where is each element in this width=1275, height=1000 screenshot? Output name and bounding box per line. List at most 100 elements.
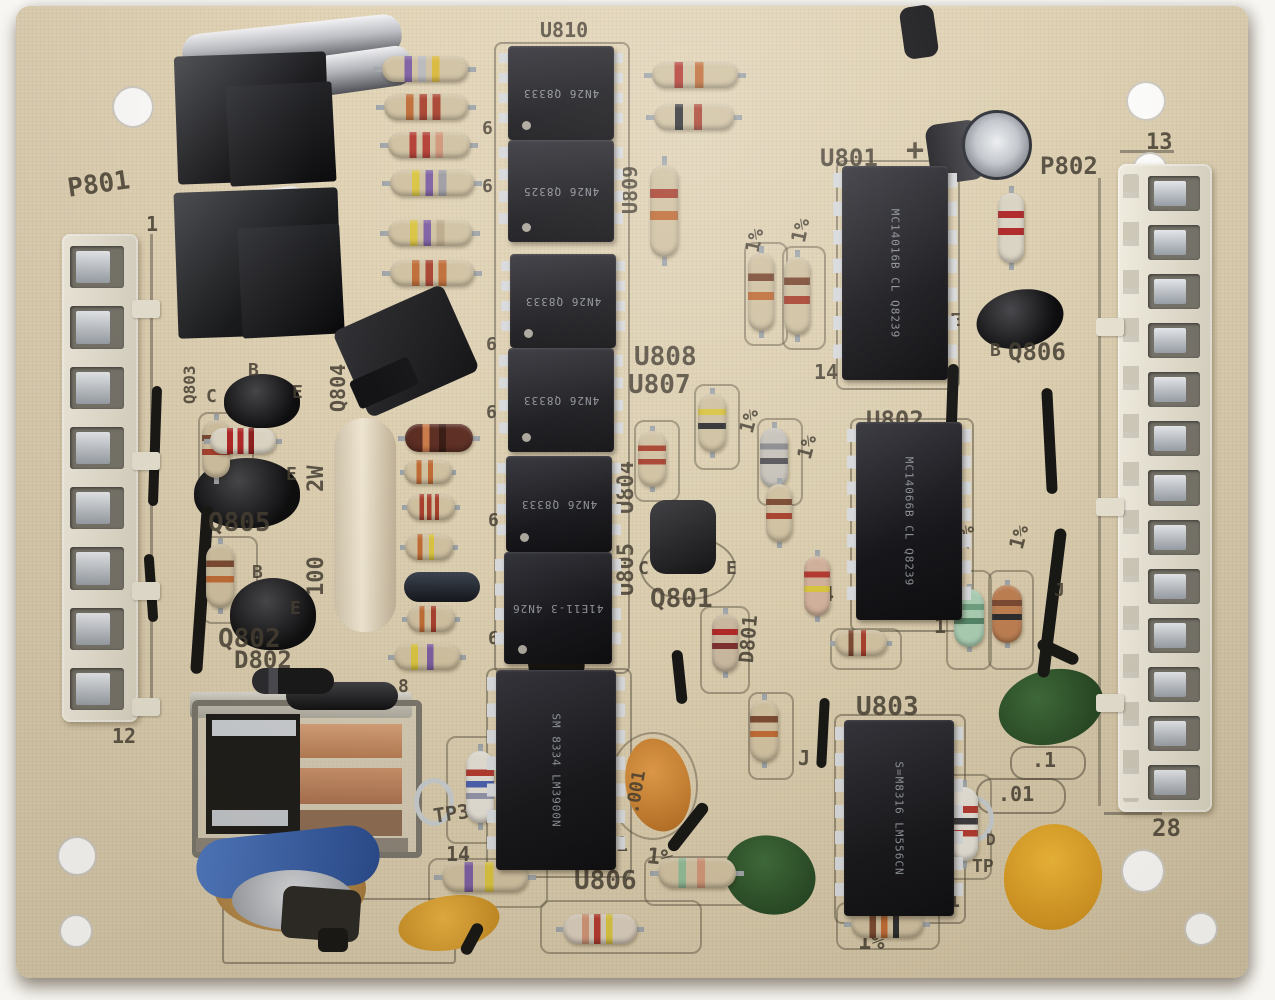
electrolytic-top (962, 110, 1032, 180)
mounting-hole (112, 86, 154, 128)
ic-U810-opto-b: 4N26 Q8325 (499, 140, 623, 242)
power-resistor-2w (334, 418, 396, 632)
resistor-body (766, 483, 792, 543)
connector-slot (1148, 323, 1200, 359)
resistor (382, 260, 482, 286)
resistor-body (382, 56, 468, 82)
silkscreen-label: .01 (998, 784, 1034, 804)
resistor-body (404, 424, 474, 452)
ic-pin1-dot (522, 223, 531, 232)
ic-pins (497, 463, 506, 545)
silkscreen-label: U807 (628, 372, 691, 398)
connector-slot (1148, 715, 1200, 751)
relay-contact (212, 720, 296, 736)
ic-pins (612, 559, 621, 657)
resistor (206, 538, 234, 614)
connector-slot (1148, 519, 1200, 555)
silkscreen-label: B (248, 362, 259, 380)
silkscreen-label: 28 (1152, 816, 1181, 840)
resistor-body (652, 62, 738, 88)
connector-pin (1154, 426, 1186, 452)
resistor (374, 56, 476, 82)
silk-staple (748, 692, 794, 780)
silkscreen-label: U806 (574, 868, 637, 894)
ic-pins (612, 463, 621, 545)
transistor-q802 (230, 578, 316, 650)
resistor-body (998, 192, 1024, 264)
connector-pin (1154, 475, 1186, 501)
connector-slot (70, 607, 124, 650)
connector-pin (1154, 671, 1186, 697)
silkscreen-label: U810 (540, 20, 588, 40)
resistor-1pct (784, 250, 810, 342)
resistor (402, 606, 460, 632)
resistor-1pct (650, 858, 744, 888)
mounting-hole (59, 914, 93, 948)
resistor (400, 460, 456, 484)
silkscreen-label: 14 (814, 362, 838, 382)
connector-pin (1154, 769, 1186, 795)
connector-slot (1148, 225, 1200, 261)
resistor-1pct (698, 388, 726, 458)
connector-tab (132, 582, 160, 600)
resistor-body (394, 644, 460, 670)
ic-pins (847, 429, 856, 613)
ic-body (844, 720, 954, 916)
ic-pins (499, 147, 508, 235)
ic-U806: SM 8334 LM3900N (487, 670, 625, 870)
mounting-hole (57, 836, 97, 876)
relay-coil-copper (300, 724, 402, 758)
ic-U810-opto-a: 4N26 Q8333 (499, 46, 623, 140)
resistor (650, 156, 678, 266)
ic-U803: S=M8316 LM556CN (835, 720, 963, 916)
connector-pin (76, 552, 110, 585)
connector-slot (70, 426, 124, 469)
test-point-loop (414, 778, 454, 826)
connector-pin (1154, 622, 1186, 648)
ic-pins (495, 559, 504, 657)
connector-slot (1148, 617, 1200, 653)
resistor (388, 644, 466, 670)
silkscreen-label: J (1054, 582, 1065, 600)
silk-staple (700, 606, 750, 694)
ic-pin1-dot (518, 645, 527, 654)
connector-pin (1154, 377, 1186, 403)
mounting-hole (1121, 849, 1165, 893)
resistor (766, 478, 792, 548)
connector-slot (1148, 176, 1200, 212)
silkscreen-label: 6 (482, 178, 493, 196)
connector-slot (1148, 274, 1200, 310)
relay-coil-copper (300, 768, 402, 804)
connector-pin (1154, 328, 1186, 354)
resistor (644, 62, 746, 88)
silkscreen-label: 13 (1146, 132, 1173, 154)
ic-pins (614, 53, 623, 133)
resistor-body (406, 606, 456, 632)
resistor-body (388, 220, 472, 246)
silkscreen-label: U808 (634, 344, 697, 370)
connector-slot (70, 487, 124, 530)
silkscreen-label: 6 (488, 630, 499, 648)
ic-pins (501, 261, 510, 341)
resistor-body (404, 534, 454, 560)
silk-staple (782, 246, 826, 350)
ic-body (856, 422, 962, 620)
silkscreen-label: B (252, 564, 263, 582)
silkscreen-label: E (726, 560, 737, 578)
connector-pin (1154, 230, 1186, 256)
ic-pins (614, 355, 623, 445)
connector-pin (1154, 279, 1186, 305)
connector-pin (76, 251, 110, 284)
ic-pins (962, 429, 971, 613)
silkscreen-label: 6 (486, 404, 497, 422)
diode-d801 (712, 608, 738, 678)
silkscreen-label: 6 (488, 512, 499, 530)
ic-pins (948, 173, 957, 373)
ic-pins (833, 173, 842, 373)
resistor (830, 630, 892, 656)
ic-pins (616, 677, 625, 863)
silkscreen-label: P802 (1040, 154, 1098, 178)
ic-pin1-dot (522, 433, 531, 442)
relay-contact (212, 810, 288, 826)
resistor-body (748, 253, 774, 331)
